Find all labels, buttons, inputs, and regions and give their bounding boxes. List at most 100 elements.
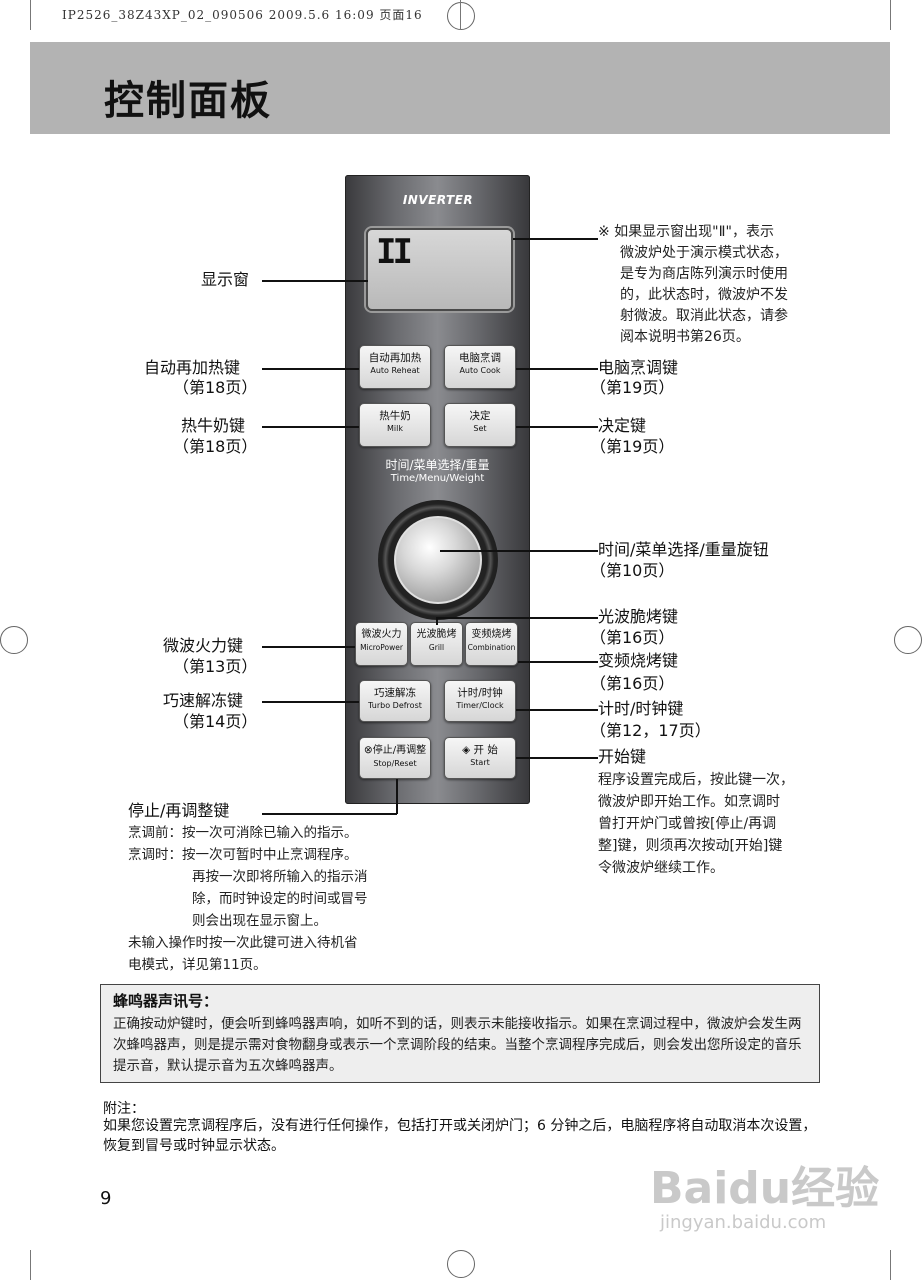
set-callout: 决定键 — [598, 416, 647, 435]
leader-line — [440, 550, 598, 552]
stop-reset-callout: 停止/再调整键 — [128, 801, 230, 820]
auto-cook-button[interactable]: 电脑烹调 Auto Cook — [444, 345, 516, 389]
leader-line — [516, 757, 598, 759]
leader-line — [262, 280, 368, 282]
stop-reset-text: 停止/再调整 — [372, 745, 427, 756]
leader-line — [262, 701, 359, 703]
leader-line — [516, 368, 598, 370]
turbo-defrost-callout: 巧速解冻键 — [163, 691, 244, 710]
brand-logo: INVERTER — [402, 193, 474, 207]
leader-line — [396, 779, 398, 814]
start-button[interactable]: ◈ 开 始 Start — [444, 737, 516, 779]
milk-callout: 热牛奶键 — [181, 416, 246, 435]
grill-page-ref: （第16页） — [590, 628, 675, 647]
demo-note-line-5: 射微波。取消此状态，请参 — [620, 308, 788, 324]
timer-clock-label: 计时/时钟 — [457, 687, 503, 699]
turbo-defrost-button[interactable]: 巧速解冻 Turbo Defrost — [359, 680, 431, 722]
start-text: 开 始 — [473, 744, 498, 756]
start-note-line-3: 曾打开炉门或曾按[停止/再调 — [598, 816, 777, 832]
stop-note-line-4: 除，而时钟设定的时间或冒号 — [192, 891, 368, 907]
crop-line — [890, 1250, 891, 1280]
footnote-title: 附注： — [103, 1101, 145, 1117]
buzzer-title: 蜂鸣器声讯号： — [113, 992, 219, 1010]
dial-page-ref: （第10页） — [590, 561, 675, 580]
micropower-sublabel: MicroPower — [360, 643, 403, 652]
stop-reset-button[interactable]: ⊗停止/再调整 Stop/Reset — [359, 737, 431, 779]
dial-caption-en: Time/Menu/Weight — [390, 473, 485, 484]
micropower-button[interactable]: 微波火力 MicroPower — [355, 622, 408, 666]
set-button[interactable]: 决定 Set — [444, 403, 516, 447]
start-note-line-5: 令微波炉继续工作。 — [598, 860, 724, 876]
timer-clock-button[interactable]: 计时/时钟 Timer/Clock — [444, 680, 516, 722]
buzzer-text: 正确按动炉键时，便会听到蜂鸣器声响，如听不到的话，则表示未能接收指示。如果在烹调… — [113, 1016, 802, 1074]
turbo-defrost-sublabel: Turbo Defrost — [368, 701, 422, 710]
stop-note-line-3: 再按一次即将所输入的指示消 — [192, 869, 368, 885]
dial-knob[interactable] — [394, 516, 482, 604]
page-title: 控制面板 — [104, 78, 272, 124]
crop-line — [30, 1250, 31, 1280]
demo-note-line-2: 微波炉处于演示模式状态， — [620, 245, 788, 261]
stop-reset-label: ⊗停止/再调整 — [360, 743, 430, 758]
leader-line — [262, 646, 355, 648]
micropower-callout: 微波火力键 — [163, 636, 244, 655]
demo-note-line-4: 的，此状态时，微波炉不发 — [620, 287, 788, 303]
set-sublabel: Set — [473, 424, 487, 433]
combination-label: 变频烧烤 — [471, 629, 512, 640]
auto-cook-callout: 电脑烹调键 — [598, 358, 679, 377]
leader-line — [262, 368, 359, 370]
milk-button[interactable]: 热牛奶 Milk — [359, 403, 431, 447]
leader-line — [436, 617, 598, 619]
dial-caption: 时间/菜单选择/重量 Time/Menu/Weight — [360, 456, 515, 484]
display-callout: 显示窗 — [201, 270, 250, 289]
crop-line — [30, 0, 31, 30]
registration-mark-top — [447, 2, 475, 30]
start-sublabel: Start — [470, 758, 490, 767]
stop-reset-sublabel: Stop/Reset — [373, 759, 417, 768]
display-window — [366, 228, 513, 311]
grill-callout: 光波脆烤键 — [598, 607, 679, 626]
auto-reheat-button[interactable]: 自动再加热 Auto Reheat — [359, 345, 431, 389]
milk-label: 热牛奶 — [379, 410, 411, 422]
crop-line — [890, 0, 891, 30]
start-note-line-1: 程序设置完成后，按此键一次， — [598, 772, 794, 788]
leader-line — [516, 709, 598, 711]
registration-mark-right — [894, 626, 922, 654]
grill-sublabel: Grill — [428, 643, 445, 652]
stop-note-line-1: 烹调前：按一次可消除已输入的指示。 — [128, 825, 358, 841]
start-icon: ◈ — [462, 744, 474, 756]
start-label: ◈ 开 始 — [445, 743, 515, 757]
title-band — [30, 42, 890, 134]
set-page-ref: （第19页） — [590, 437, 675, 456]
combination-button[interactable]: 变频烧烤 Combination — [465, 622, 518, 666]
auto-reheat-page-ref: （第18页） — [173, 378, 258, 397]
start-callout: 开始键 — [598, 747, 647, 766]
start-note-line-2: 微波炉即开始工作。如烹调时 — [598, 794, 780, 810]
crop-line — [460, 0, 461, 30]
leader-line — [262, 813, 397, 815]
auto-cook-page-ref: （第19页） — [590, 378, 675, 397]
watermark-url: jingyan.baidu.com — [660, 1212, 827, 1233]
demo-note-line-1: ※ 如果显示窗出现"Ⅱ"，表示 — [598, 224, 774, 240]
stop-note-line-5: 则会出现在显示窗上。 — [192, 913, 327, 929]
auto-cook-label: 电脑烹调 — [459, 352, 501, 364]
leader-line — [262, 426, 359, 428]
micropower-page-ref: （第13页） — [173, 657, 258, 676]
timer-clock-sublabel: Timer/Clock — [456, 701, 504, 710]
milk-sublabel: Milk — [387, 424, 403, 433]
grill-button[interactable]: 光波脆烤 Grill — [410, 622, 463, 666]
micropower-label: 微波火力 — [361, 629, 402, 640]
registration-mark-left — [0, 626, 28, 654]
timer-clock-page-ref: （第12，17页） — [590, 721, 711, 740]
auto-reheat-callout: 自动再加热键 — [144, 358, 241, 377]
combination-page-ref: （第16页） — [590, 674, 675, 693]
print-header: IP2526_38Z43XP_02_090506 2009.5.6 16:09 … — [62, 8, 423, 22]
demo-note-line-3: 是专为商店陈列演示时使用 — [620, 266, 788, 282]
combination-sublabel: Combination — [467, 643, 516, 652]
start-note-line-4: 整]键，则须再次按动[开始]键 — [598, 838, 783, 854]
grill-label: 光波脆烤 — [416, 629, 457, 640]
dial-callout: 时间/菜单选择/重量旋钮 — [598, 540, 769, 559]
leader-line — [518, 661, 598, 663]
timer-clock-callout: 计时/时钟键 — [598, 699, 684, 718]
stop-note-line-7: 电模式，详见第11页。 — [128, 957, 267, 973]
demo-note-line-6: 阅本说明书第26页。 — [620, 329, 750, 345]
